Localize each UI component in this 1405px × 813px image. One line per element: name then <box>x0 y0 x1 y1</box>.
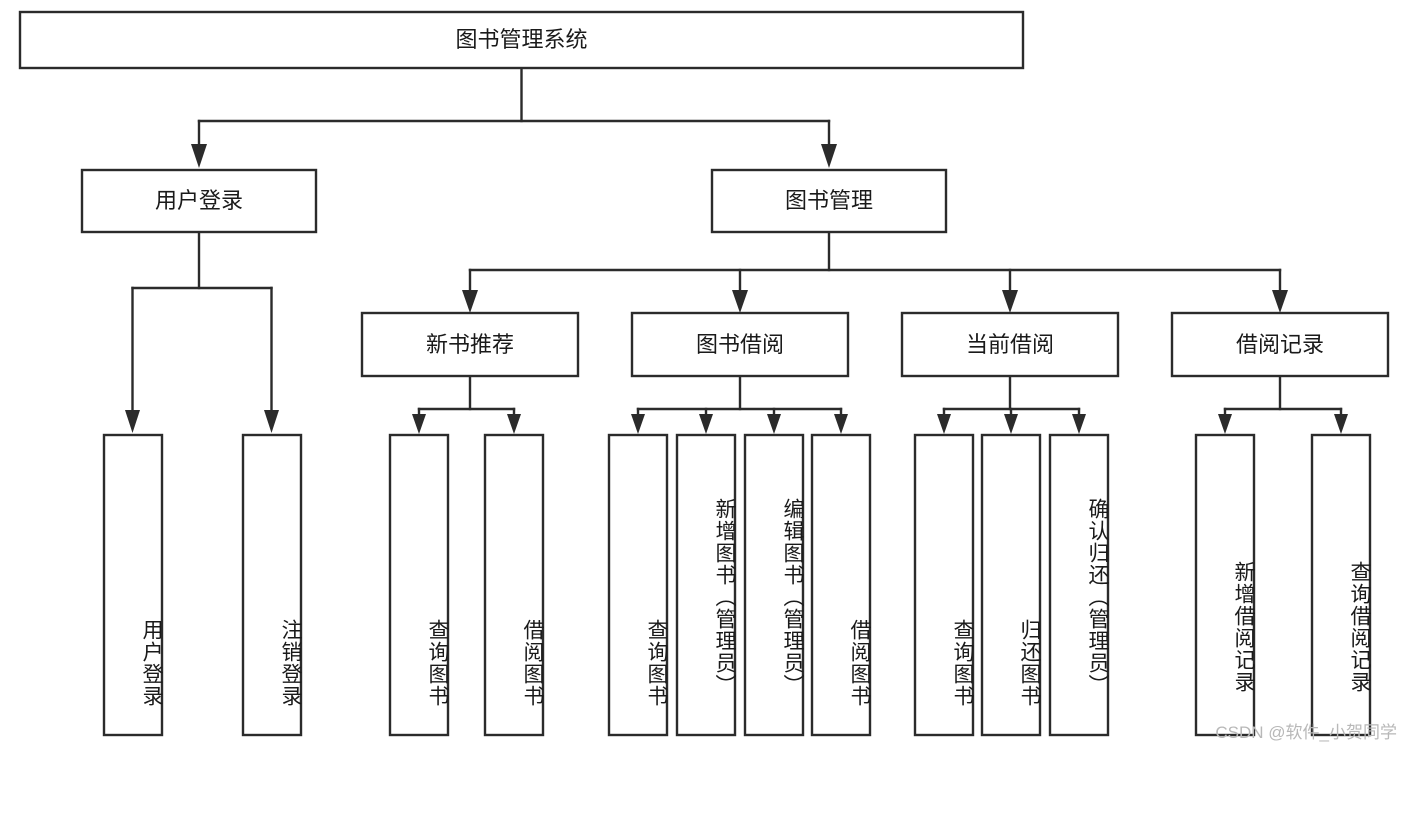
arrowhead-record <box>1272 290 1288 313</box>
arrowhead-leaf-cb-return <box>1004 414 1018 434</box>
leaf-bo-edit-box[interactable] <box>743 433 805 737</box>
leaf-logout-box[interactable] <box>241 433 303 737</box>
node-borrow-record-box[interactable] <box>1170 311 1390 378</box>
node-root-label: 图书管理系统 <box>455 27 587 52</box>
arrowhead-leaf-bo-query <box>631 414 645 434</box>
node-book-borrow[interactable]: 图书借阅 <box>630 311 850 378</box>
node-book-borrow-label: 图书借阅 <box>696 332 784 357</box>
node-current-borrow[interactable]: 当前借阅 <box>900 311 1120 378</box>
node-user-login-box[interactable] <box>80 168 318 234</box>
node-new-book-recommend-label: 新书推荐 <box>426 332 514 357</box>
arrowhead-leaf-rec-query <box>1334 414 1348 434</box>
arrowhead-leaf-cb-confirm <box>1072 414 1086 434</box>
leaf-nb-borrow-box[interactable] <box>483 433 545 737</box>
node-root[interactable]: 图书管理系统 <box>18 10 1025 70</box>
arrowhead-leaf-logout <box>264 410 279 433</box>
arrowhead-leaf-cb-query <box>937 414 951 434</box>
node-root-box[interactable] <box>18 10 1025 70</box>
leaf-nb-query-box[interactable] <box>388 433 450 737</box>
arrowhead-leaf-nb-query <box>412 414 426 434</box>
node-user-login[interactable]: 用户登录 <box>80 168 318 234</box>
node-new-book-recommend[interactable]: 新书推荐 <box>360 311 580 378</box>
arrowhead-bookmgmt <box>821 144 837 168</box>
arrowhead-newbook <box>462 290 478 313</box>
csdn-watermark: CSDN @软件_小贺同学 <box>1215 723 1397 742</box>
node-book-borrow-box[interactable] <box>630 311 850 378</box>
diagram-canvas: 图书管理系统 用户登录 图书管理 新书推荐 图书借阅 当前借阅 借阅记录 <box>18 10 1390 737</box>
arrowhead-leaf-user-login <box>125 410 140 433</box>
node-book-management-label: 图书管理 <box>785 188 873 213</box>
leaf-rec-query-box[interactable] <box>1310 433 1372 737</box>
leaf-box-layer <box>102 433 1372 737</box>
leaf-rec-add-box[interactable] <box>1194 433 1256 737</box>
arrowhead-leaf-bo-add <box>699 414 713 434</box>
hierarchy-diagram: 图书管理系统 用户登录 图书管理 新书推荐 图书借阅 当前借阅 借阅记录 <box>18 10 1397 742</box>
arrowhead-leaf-nb-borrow <box>507 414 521 434</box>
node-book-management-box[interactable] <box>710 168 948 234</box>
arrowhead-leaf-bo-borrow <box>834 414 848 434</box>
node-new-book-recommend-box[interactable] <box>360 311 580 378</box>
arrowhead-leaf-bo-edit <box>767 414 781 434</box>
leaf-cb-query-box[interactable] <box>913 433 975 737</box>
leaf-cb-confirm-box[interactable] <box>1048 433 1110 737</box>
node-borrow-record-label: 借阅记录 <box>1236 332 1324 357</box>
leaf-bo-add-box[interactable] <box>675 433 737 737</box>
node-borrow-record[interactable]: 借阅记录 <box>1170 311 1390 378</box>
node-current-borrow-box[interactable] <box>900 311 1120 378</box>
arrowhead-borrow <box>732 290 748 313</box>
arrowhead-userlogin <box>191 144 207 168</box>
connector-layer <box>125 66 1348 434</box>
arrowhead-current <box>1002 290 1018 313</box>
leaf-cb-return-box[interactable] <box>980 433 1042 737</box>
leaf-bo-borrow-box[interactable] <box>810 433 872 737</box>
node-user-login-label: 用户登录 <box>155 188 243 213</box>
node-book-management[interactable]: 图书管理 <box>710 168 948 234</box>
leaf-user-login-box[interactable] <box>102 433 164 737</box>
node-current-borrow-label: 当前借阅 <box>966 332 1054 357</box>
leaf-bo-query-box[interactable] <box>607 433 669 737</box>
arrowhead-leaf-rec-add <box>1218 414 1232 434</box>
